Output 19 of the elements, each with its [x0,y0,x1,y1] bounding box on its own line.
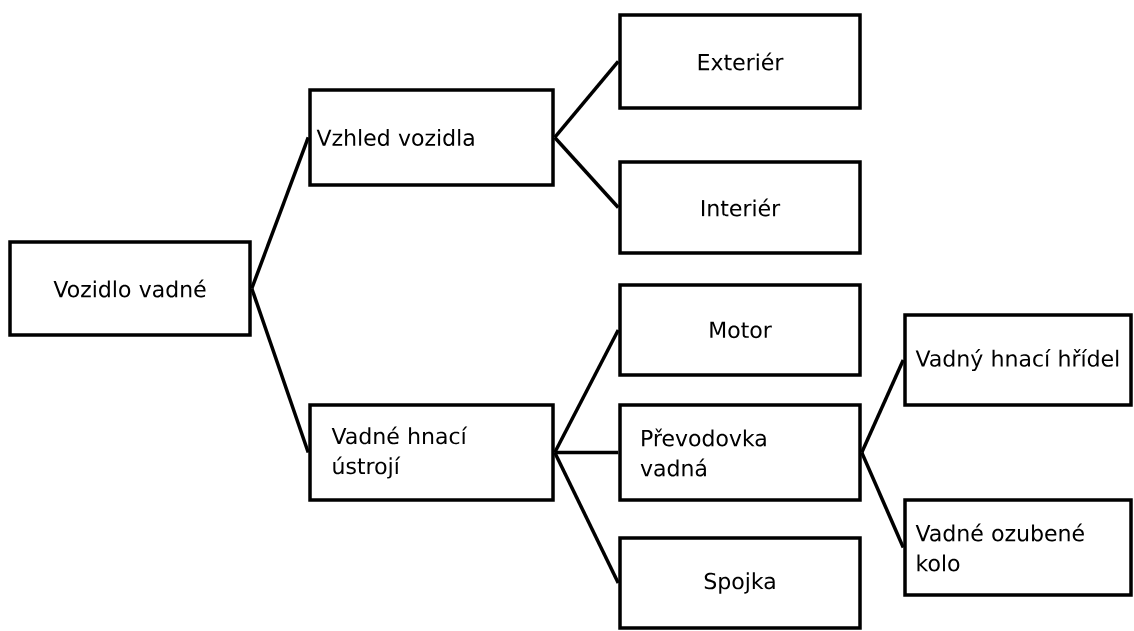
box: Vadné ozubené kolo [903,498,1133,597]
connector-line [553,329,620,454]
box: Exteriér [618,13,862,110]
connector-line [860,359,905,454]
connector-line [250,287,310,454]
connector-line [250,136,310,290]
box: Vadný hnací hřídel [903,313,1133,407]
box: Vadné hnací ústrojí [308,403,555,502]
box: Spojka [618,536,862,630]
box: Vzhled vozidla [308,88,555,187]
connector-line [553,136,620,209]
connector-line [860,451,905,549]
connector-line [553,60,620,139]
box: Motor [618,283,862,377]
box: Vozidlo vadné [8,240,252,337]
connector-line [553,451,620,584]
box: Interiér [618,160,862,255]
connector-line [554,450,619,455]
box: Převodovka vadná [618,403,862,502]
